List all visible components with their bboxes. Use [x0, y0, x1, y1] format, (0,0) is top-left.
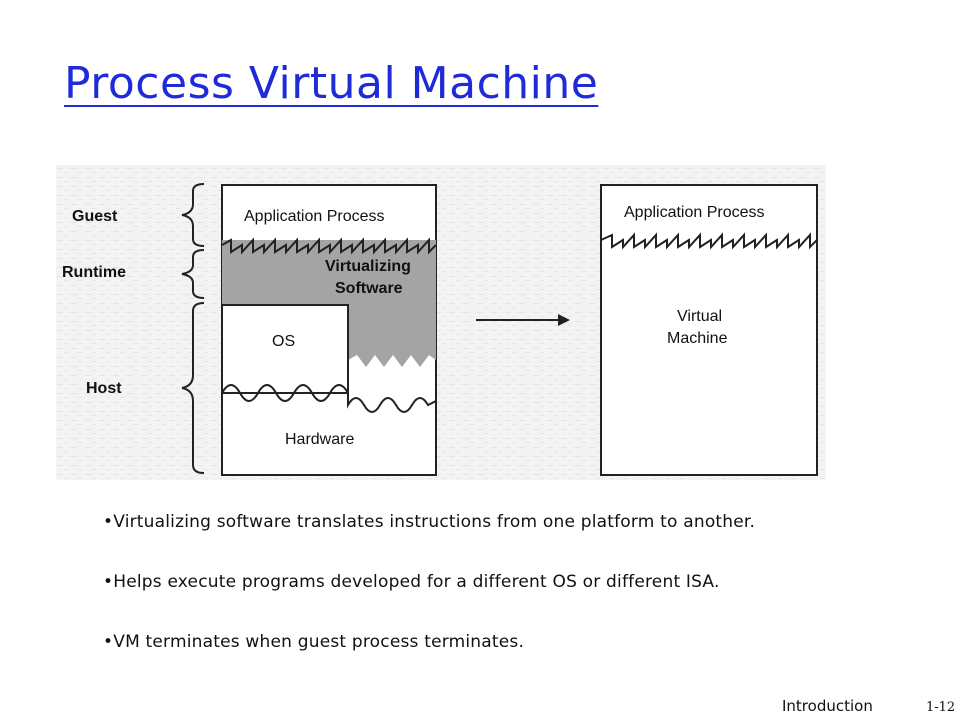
virtual-machine-label-line1: Virtual [677, 308, 722, 325]
bullet-item: •VM terminates when guest process termin… [103, 632, 525, 652]
page-number: 1-12 [926, 700, 956, 715]
runtime-brace [181, 249, 205, 299]
hardware-label: Hardware [285, 431, 354, 448]
host-brace [181, 302, 205, 474]
bullet-text: Virtualizing software translates instruc… [113, 512, 756, 532]
right-vm-frame [600, 184, 818, 476]
virtualizing-software-label-line1: Virtualizing [325, 258, 411, 275]
guest-label: Guest [72, 208, 118, 225]
virtualizing-software-label-line2: Software [335, 280, 403, 297]
runtime-label: Runtime [62, 264, 126, 281]
bullet-item: •Helps execute programs developed for a … [103, 572, 720, 592]
os-label: OS [272, 333, 295, 350]
right-application-label: Application Process [624, 204, 765, 221]
footer-section-label: Introduction [782, 697, 873, 715]
bullet-list: •Virtualizing software translates instru… [103, 512, 755, 652]
transform-arrow-head [558, 314, 570, 326]
bullet-text: VM terminates when guest process termina… [113, 632, 525, 652]
host-label: Host [86, 380, 122, 397]
slide-title: Process Virtual Machine [64, 58, 599, 109]
left-application-label: Application Process [244, 208, 385, 225]
hardware-boundary-wave [221, 384, 437, 413]
guest-brace [181, 183, 205, 247]
virtualizing-software-layer [222, 240, 436, 367]
os-box [221, 304, 349, 394]
application-boundary-teeth [221, 237, 437, 255]
bullet-item: •Virtualizing software translates instru… [103, 512, 756, 532]
process-vm-diagram: Guest Runtime Host Application Process V… [56, 165, 826, 480]
virtual-machine-label-line2: Machine [667, 330, 728, 347]
right-boundary-teeth [600, 232, 818, 250]
bullet-text: Helps execute programs developed for a d… [113, 572, 720, 592]
